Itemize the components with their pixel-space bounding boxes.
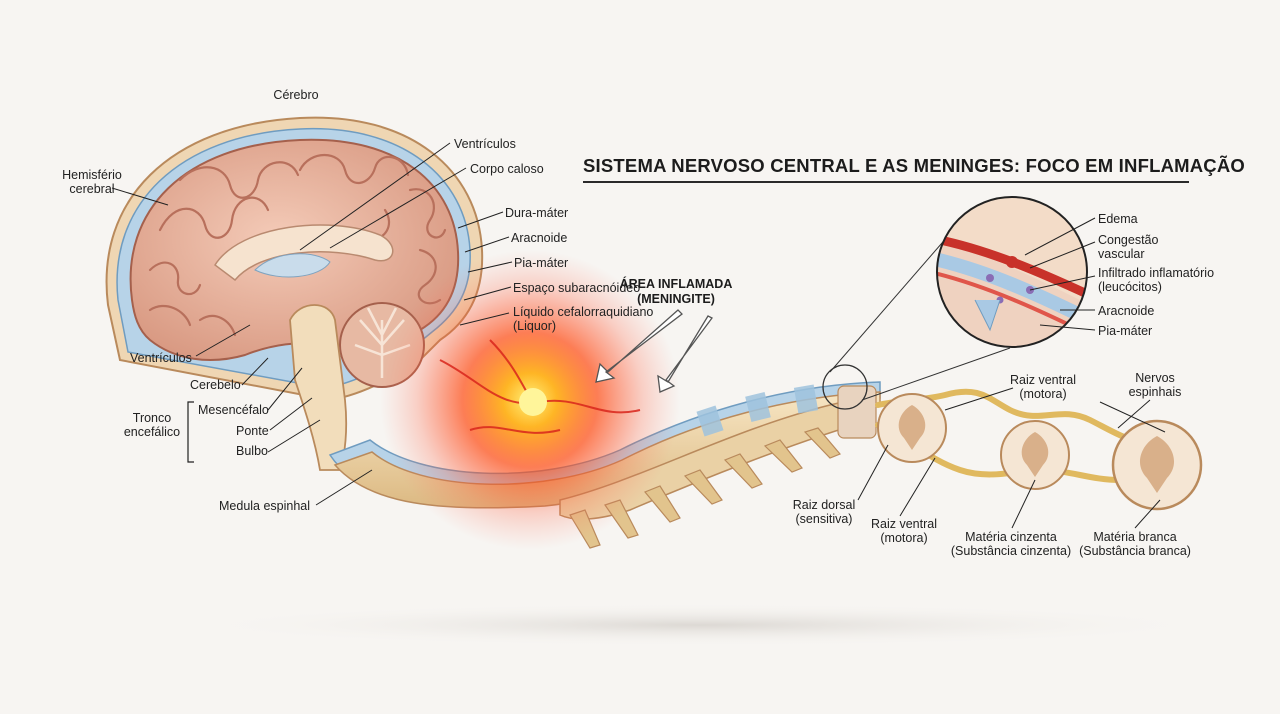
gyri [148,154,447,337]
inset-label-pia-mater: Pia-máter [1098,324,1153,338]
label-corpo-caloso: Corpo caloso [470,162,544,176]
label-ventriculos-bottom: Ventrículos [130,351,192,365]
inflamed-arrow-right [657,315,713,393]
label-tronco: Tronco encefálico [124,411,180,439]
label-raiz-ventral-top-line2: (motora) [1019,387,1067,401]
inflamed-arrow-left [595,309,683,383]
inset-label-infiltrado-line1: Infiltrado inflamatório [1098,266,1215,280]
label-nervos-espinhais: Nervos espinhais [1129,371,1182,399]
label-raiz-dorsal-line2: (sensitiva) [795,512,853,526]
title-underline [583,181,1189,183]
magnified-inset [937,197,1087,347]
label-materia-branca-line1: Matéria branca [1093,530,1177,544]
page-title: SISTEMA NERVOSO CENTRAL E AS MENINGES: F… [583,155,1246,176]
inset-label-congestao-line1: Congestão [1098,233,1159,247]
label-mesencefalo: Mesencéfalo [198,403,269,417]
ventricle [254,253,331,278]
label-nervos-line1: Nervos [1135,371,1175,385]
inset-label-infiltrado: Infiltrado inflamatório (leucócitos) [1098,266,1214,294]
cross-section-2 [1000,420,1070,490]
floor-shadow [180,603,1220,647]
label-raiz-ventral-top: Raiz ventral (motora) [1010,373,1076,401]
inflammation-core [519,388,547,416]
inset-connector-1 [829,227,956,373]
inflamed-area-label: ÁREA INFLAMADA (MENINGITE) [620,277,733,307]
leader-lines [111,142,1166,529]
label-pia-mater: Pia-máter [514,256,569,270]
label-hemisferio: Hemisfério cerebral [62,168,122,196]
label-ponte: Ponte [236,424,269,438]
label-liquido-line1: Líquido cefalorraquidiano [513,305,654,319]
inset-label-aracnoide: Aracnoide [1098,304,1155,318]
label-liquido-line2: (Liquor) [513,319,557,333]
label-dura-mater: Dura-máter [505,206,569,220]
inset-label-infiltrado-line2: (leucócitos) [1098,280,1162,294]
inflamed-area-line2: (MENINGITE) [637,292,715,306]
label-raiz-ventral-top-line1: Raiz ventral [1010,373,1076,387]
label-raiz-ventral-bottom-line2: (motora) [880,531,928,545]
tronco-bracket [187,401,194,463]
label-raiz-ventral-bottom: Raiz ventral (motora) [871,517,937,545]
vertebra-bands [696,384,819,437]
brainstem [289,304,348,471]
label-raiz-dorsal: Raiz dorsal (sensitiva) [793,498,856,526]
label-hemisferio-line2: cerebral [69,182,115,196]
label-aracnoide: Aracnoide [511,231,568,245]
inset-source-circle [822,364,868,410]
label-materia-branca: Matéria branca (Substância branca) [1079,530,1191,558]
label-medula: Medula espinhal [219,499,311,513]
label-raiz-dorsal-line1: Raiz dorsal [792,498,856,512]
label-liquido: Líquido cefalorraquidiano (Liquor) [513,305,653,333]
label-cerebro: Cérebro [273,88,319,102]
label-hemisferio-line1: Hemisfério [62,168,122,182]
inset-label-congestao: Congestão vascular [1098,233,1158,261]
label-materia-branca-line2: (Substância branca) [1079,544,1191,558]
inset-connector-2 [861,347,1011,401]
cord-segment [837,385,877,439]
label-nervos-line2: espinhais [1128,385,1182,399]
inset-border [936,196,1088,348]
cross-section-3 [1111,419,1203,511]
label-bulbo: Bulbo [236,444,268,458]
label-espaco-subaracnoideo: Espaço subaracnóideo [513,281,641,295]
inflamed-area-line1: ÁREA INFLAMADA [619,277,733,291]
label-cerebelo: Cerebelo [190,378,241,392]
label-materia-cinzenta-line1: Matéria cinzenta [965,530,1057,544]
inset-label-edema: Edema [1098,212,1138,226]
label-materia-cinzenta: Matéria cinzenta (Substância cinzenta) [951,530,1071,558]
inset-label-congestao-line2: vascular [1098,247,1145,261]
cross-section-1 [877,393,947,463]
label-tronco-line1: Tronco [132,411,172,425]
label-raiz-ventral-bottom-line1: Raiz ventral [871,517,937,531]
label-ventriculos-top: Ventrículos [454,137,516,151]
label-materia-cinzenta-line2: (Substância cinzenta) [950,544,1072,558]
label-tronco-line2: encefálico [123,425,181,439]
